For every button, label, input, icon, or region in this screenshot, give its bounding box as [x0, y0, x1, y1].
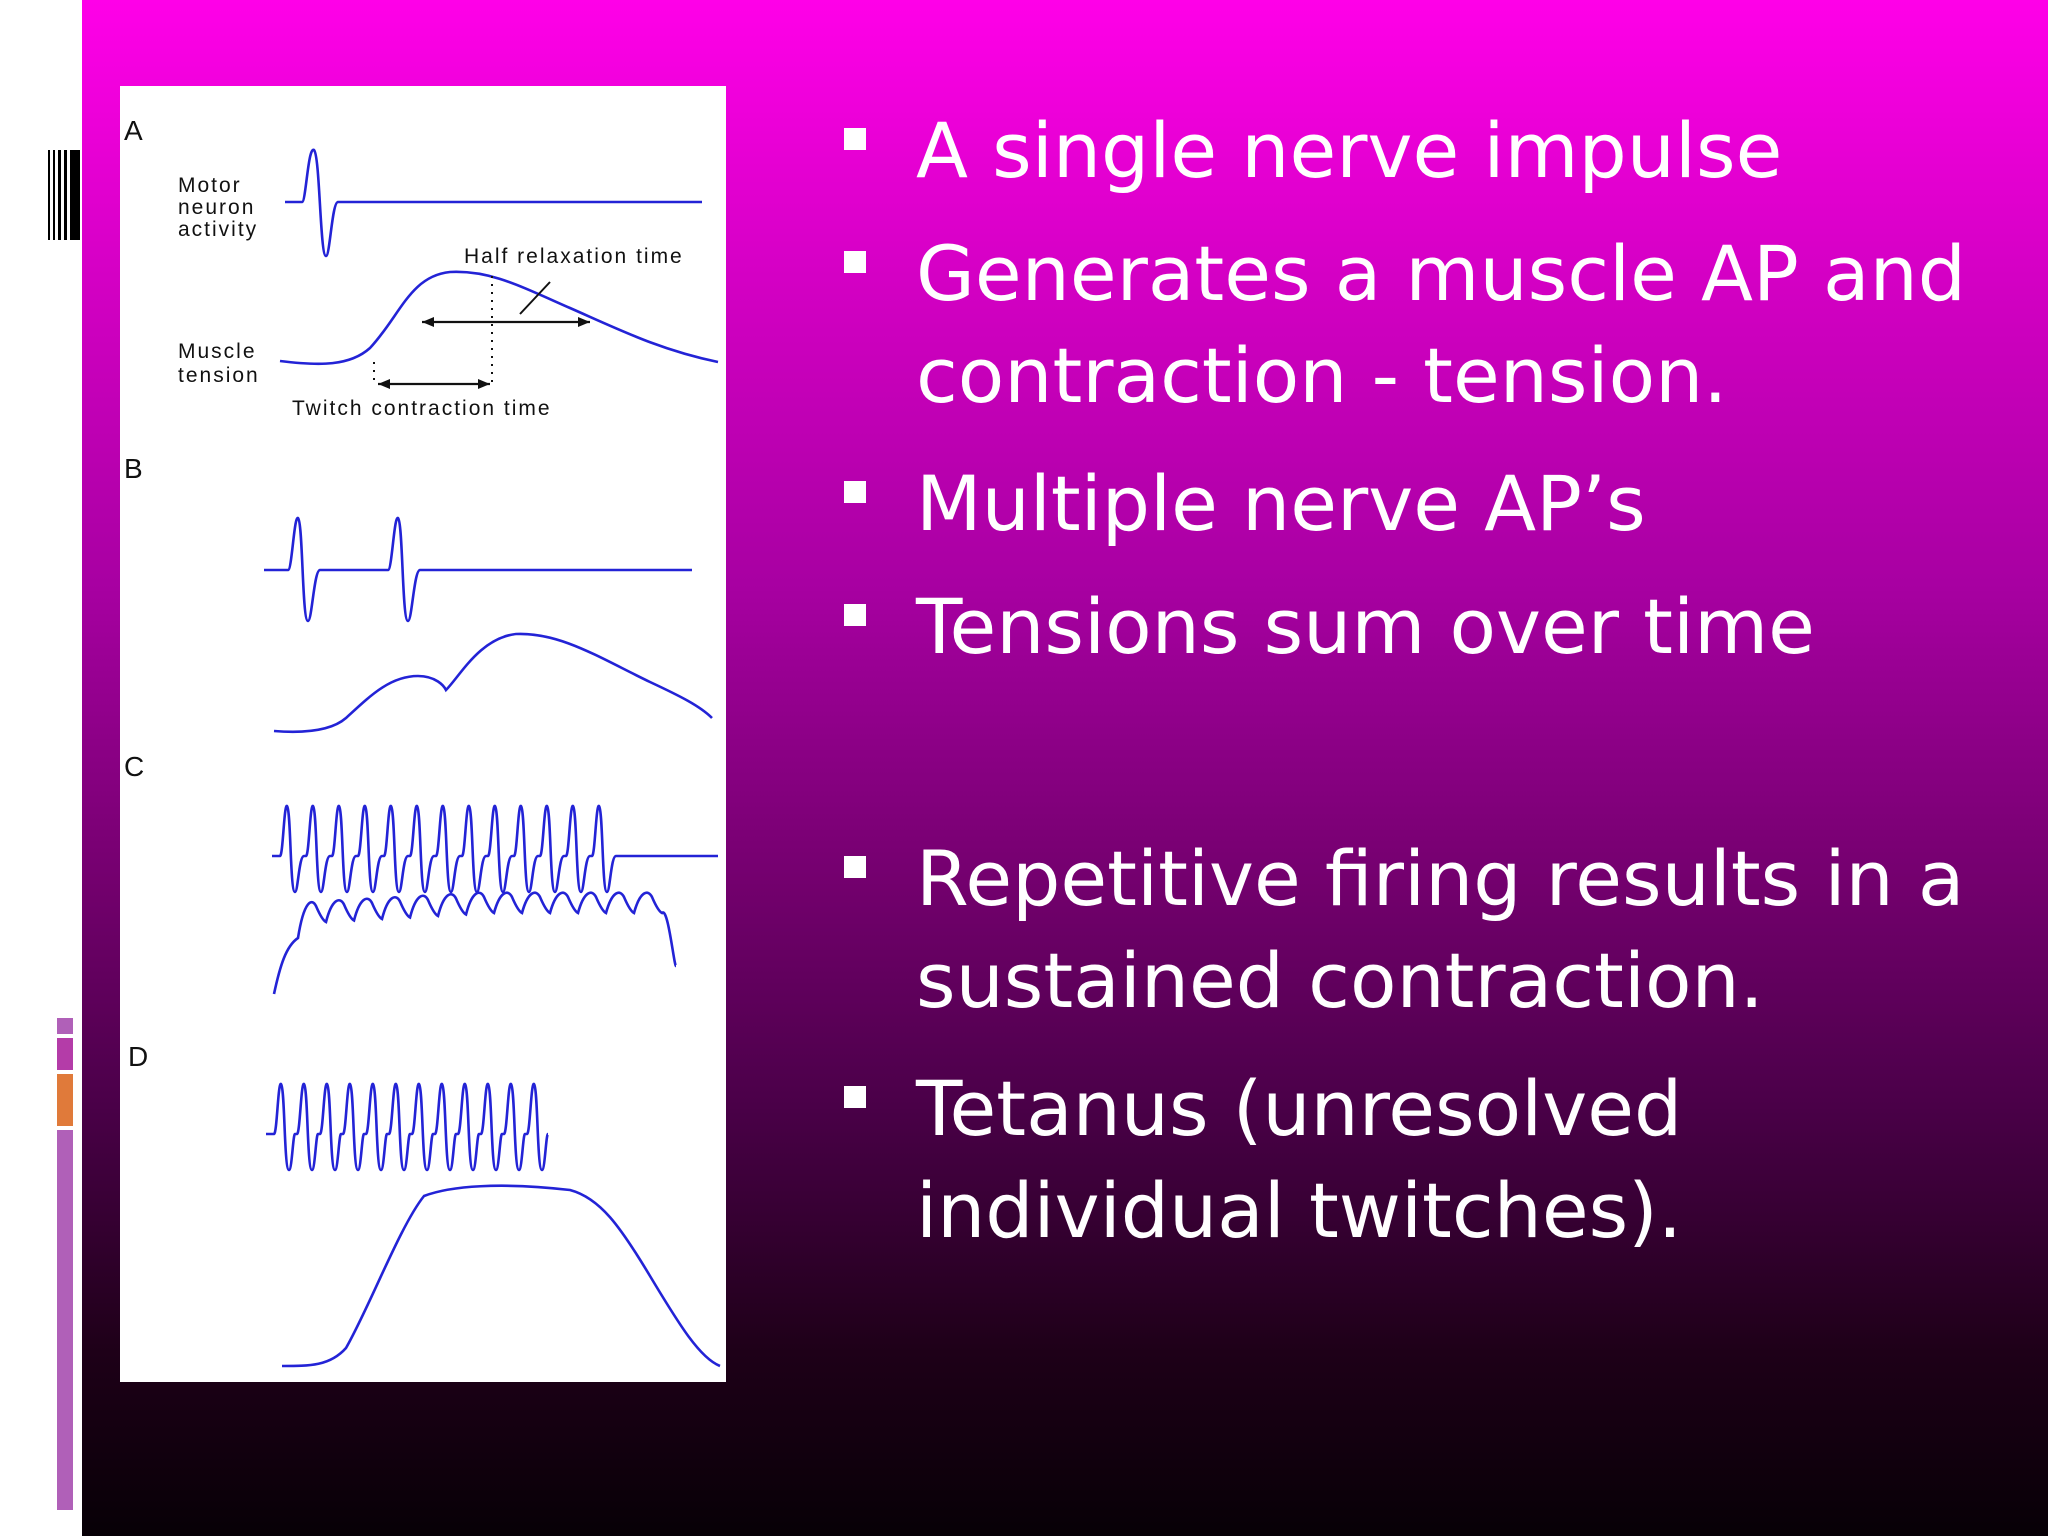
panel-b-letter: B — [124, 453, 143, 484]
muscle-twitch-figure: A Motor neuron activity Muscle tension H… — [120, 86, 726, 1382]
bullet-item: Repetitive firing results in a sustained… — [838, 828, 1964, 1032]
bullet-square-icon — [844, 251, 866, 273]
twitch-contraction-label: Twitch contraction time — [292, 397, 552, 420]
panel-d-letter: D — [128, 1041, 148, 1072]
panel-d-nerve-trace — [266, 1082, 550, 1172]
bullet-item: A single nerve impulse — [838, 100, 1782, 202]
top-decoration-bars — [48, 150, 80, 240]
panel-c-tension-trace — [272, 891, 678, 995]
bullet-square-icon — [844, 856, 866, 878]
panel-a-nerve-trace — [285, 148, 702, 258]
bullet-text: A single nerve impulse — [916, 106, 1783, 195]
panel-c-letter: C — [124, 751, 144, 782]
half-relaxation-pointer — [519, 281, 551, 315]
panel-d-tension-trace — [281, 1184, 721, 1368]
left-margin-strip — [0, 0, 82, 1536]
motor-neuron-label: Motor neuron activity — [178, 174, 263, 241]
bullet-square-icon — [844, 604, 866, 626]
panel-a-tension-trace — [279, 270, 719, 366]
accent-bar-purple-long — [57, 1130, 73, 1510]
accent-bar-magenta — [57, 1038, 73, 1070]
arrowhead-right — [578, 317, 590, 327]
half-relaxation-label: Half relaxation time — [464, 245, 684, 268]
bullet-text: Tetanus (unresolved individual twitches)… — [916, 1064, 1683, 1255]
bullet-item: Generates a muscle AP and contraction - … — [838, 223, 1966, 427]
panel-a-letter: A — [124, 115, 143, 146]
bullet-text: Repetitive firing results in a sustained… — [916, 834, 1965, 1025]
bullet-item: Tensions sum over time — [838, 576, 1815, 678]
panel-b-nerve-trace — [264, 516, 692, 623]
arrowhead-left-2 — [378, 379, 390, 389]
bullet-square-icon — [844, 481, 866, 503]
bullet-square-icon — [844, 1086, 866, 1108]
arrowhead-right-2 — [478, 379, 490, 389]
bullet-square-icon — [844, 128, 866, 150]
panel-b-tension-trace — [273, 632, 713, 734]
arrowhead-left — [422, 317, 434, 327]
muscle-tension-label: Muscle tension — [178, 340, 264, 387]
bullet-text: Multiple nerve AP’s — [916, 459, 1646, 548]
accent-bar-purple-small — [57, 1018, 73, 1034]
panel-c-nerve-trace — [272, 804, 718, 894]
bullet-item: Tetanus (unresolved individual twitches)… — [838, 1058, 1682, 1262]
bullet-item: Multiple nerve AP’s — [838, 453, 1646, 555]
accent-bar-orange — [57, 1074, 73, 1126]
bullet-text: Tensions sum over time — [916, 582, 1815, 671]
bullet-text: Generates a muscle AP and contraction - … — [916, 229, 1967, 420]
